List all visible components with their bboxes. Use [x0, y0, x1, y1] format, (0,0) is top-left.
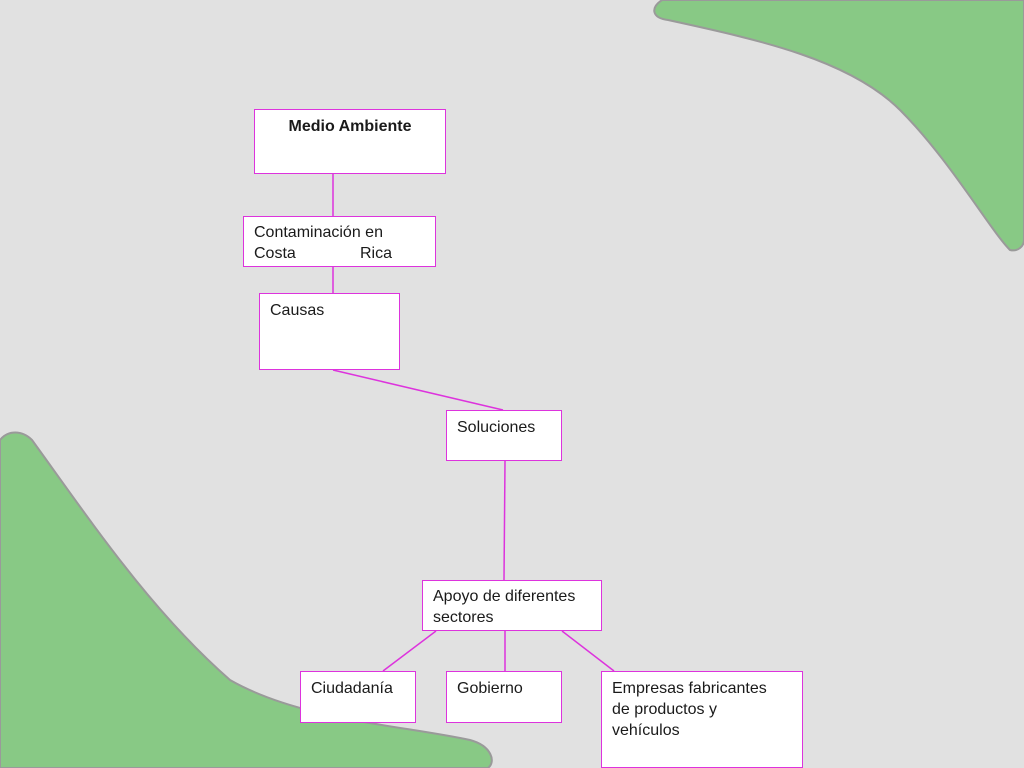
node-causas-label: Causas: [270, 302, 325, 319]
node-soluciones-label: Soluciones: [457, 419, 536, 436]
node-causas[interactable]: Causas: [259, 293, 400, 370]
node-empresas-line2: de productos y: [612, 701, 717, 718]
node-empresas-line3: vehículos: [612, 722, 680, 739]
node-apoyo[interactable]: Apoyo de diferentes sectores: [422, 580, 602, 631]
node-gobierno[interactable]: Gobierno: [446, 671, 562, 723]
node-apoyo-line1: Apoyo de diferentes: [433, 588, 576, 605]
node-soluciones[interactable]: Soluciones: [446, 410, 562, 461]
node-contaminacion-line2-right: Rica: [359, 245, 392, 262]
top-right-blob: [653, 0, 1024, 252]
node-medio-ambiente-label: Medio Ambiente: [288, 118, 412, 135]
connector-apoyo-ciudadania: [382, 630, 437, 672]
node-ciudadania-label: Ciudadanía: [311, 680, 393, 697]
node-gobierno-label: Gobierno: [457, 680, 523, 697]
connector-soluciones-apoyo: [503, 460, 506, 581]
connector-apoyo-empresas: [561, 630, 615, 672]
node-contaminacion-line1: Contaminación en: [254, 224, 383, 241]
node-empresas[interactable]: Empresas fabricantes de productos y vehí…: [601, 671, 803, 768]
bottom-left-blob: [0, 431, 493, 768]
node-empresas-line1: Empresas fabricantes: [612, 680, 767, 697]
connector-causas-soluciones: [332, 369, 504, 411]
node-contaminacion-line2: Costa Rica: [254, 243, 392, 264]
node-contaminacion-line2-left: Costa: [254, 245, 296, 262]
node-ciudadania[interactable]: Ciudadanía: [300, 671, 416, 723]
node-medio-ambiente[interactable]: Medio Ambiente: [254, 109, 446, 174]
node-apoyo-line2: sectores: [433, 609, 494, 626]
node-contaminacion[interactable]: Contaminación en Costa Rica: [243, 216, 436, 267]
